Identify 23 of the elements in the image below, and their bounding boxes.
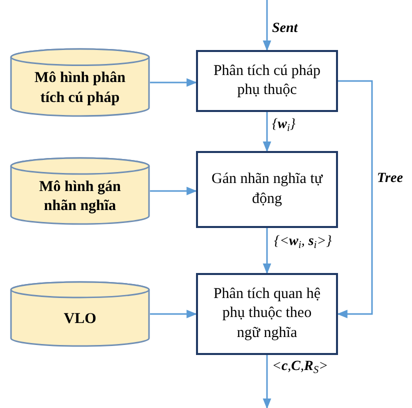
arrow xyxy=(262,0,272,52)
arrow xyxy=(150,310,198,318)
node-label: VLO xyxy=(64,310,96,330)
arrow xyxy=(262,355,272,408)
arrow xyxy=(336,80,373,318)
node-label: Phân tích quan hệ phụ thuộc theo ngữ nghĩa xyxy=(212,284,322,343)
node-label: Phân tích cú pháp phụ thuộc xyxy=(212,62,322,100)
process-box xyxy=(196,273,338,355)
edge-label: <c,C,R$_{S}$> xyxy=(272,360,328,374)
node-label: Mô hình phân tích cú pháp xyxy=(34,69,126,108)
node-label: Mô hình gán nhãn nghĩa xyxy=(38,178,122,216)
database-cylinder xyxy=(10,281,150,347)
edge-label: {w$_{i}$} xyxy=(272,118,296,132)
arrow xyxy=(262,112,272,152)
process-box xyxy=(196,50,338,112)
node-label: Gán nhãn nghĩa tự động xyxy=(210,170,324,208)
process-box xyxy=(196,151,338,228)
database-cylinder xyxy=(10,157,150,225)
arrow xyxy=(262,228,272,274)
arrow xyxy=(150,186,198,196)
arrow xyxy=(150,78,198,87)
database-cylinder xyxy=(10,48,150,117)
edge-label: {<w$_{i}$, s$_{i}$>} xyxy=(274,235,332,249)
